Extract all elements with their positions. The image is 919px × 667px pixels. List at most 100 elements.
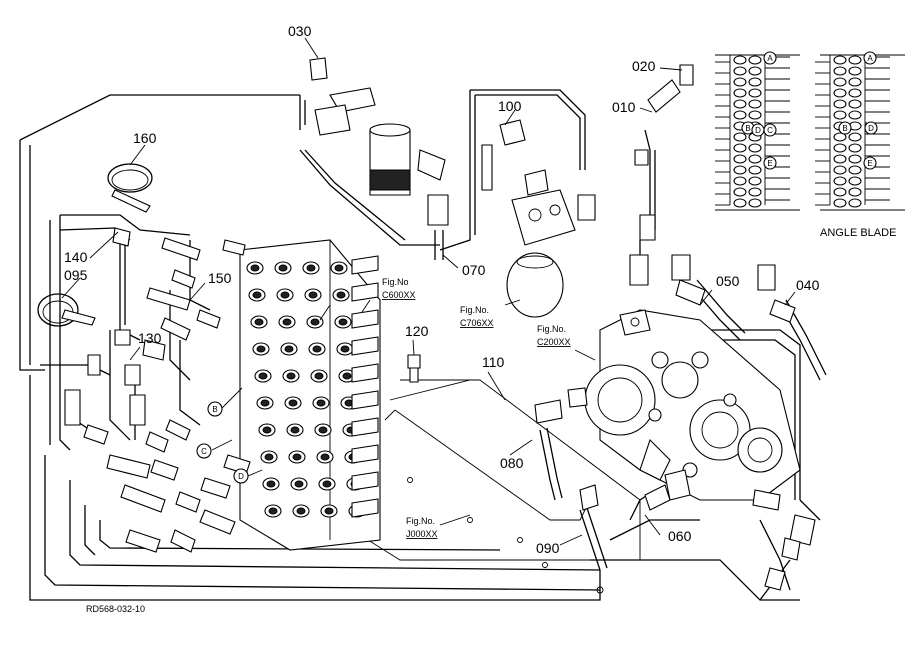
inset-right-letter-d: D xyxy=(864,121,878,135)
valve-port-core xyxy=(338,318,348,326)
inset-left-letter-a: A xyxy=(763,51,777,65)
callout-060: 060 xyxy=(668,528,692,544)
inset-port xyxy=(733,132,747,142)
valve-port-core xyxy=(262,426,272,434)
hose-clamp-095 xyxy=(37,293,96,327)
right-hoses xyxy=(534,64,827,591)
valve-port-core xyxy=(266,480,276,488)
valve-port-core xyxy=(316,399,326,407)
callout-130: 130 xyxy=(138,330,162,346)
inset-right-letter-e: E xyxy=(863,156,877,170)
bolt-120 xyxy=(407,354,421,383)
inset-port xyxy=(833,187,847,197)
hose-clamp-160 xyxy=(107,163,153,213)
inset-port xyxy=(748,187,762,197)
valve-spool-end xyxy=(351,336,379,356)
callout-050: 050 xyxy=(716,273,740,289)
inset-port xyxy=(733,165,747,175)
svg-text:D: D xyxy=(868,124,874,133)
inset-port xyxy=(748,66,762,76)
inset-port xyxy=(848,88,862,98)
fig-ref-j000-code: J000XX xyxy=(406,529,438,539)
callout-080: 080 xyxy=(500,455,524,471)
hose-fittings xyxy=(64,227,251,553)
svg-text:B: B xyxy=(842,124,847,133)
valve-port-core xyxy=(268,507,278,515)
fig-ref-c200-prefix: Fig.No. xyxy=(537,324,566,334)
valve-spool-end xyxy=(351,309,379,329)
valve-spool-end xyxy=(351,471,379,491)
line-filter xyxy=(309,57,449,226)
valve-port-core xyxy=(278,264,288,272)
valve-port-core xyxy=(342,372,352,380)
inset-port xyxy=(833,88,847,98)
inset-port xyxy=(733,154,747,164)
valve-port-core xyxy=(286,372,296,380)
valve-port-core xyxy=(296,507,306,515)
valve-spool-end xyxy=(351,255,379,275)
valve-port-core xyxy=(260,399,270,407)
valve-port-core xyxy=(324,507,334,515)
inset-port xyxy=(833,77,847,87)
inset-port xyxy=(848,143,862,153)
valve-port-core xyxy=(322,480,332,488)
svg-text:D: D xyxy=(238,472,244,481)
fig-ref-j000-prefix: Fig.No. xyxy=(406,516,435,526)
callout-095: 095 xyxy=(64,267,88,283)
svg-text:E: E xyxy=(767,159,772,168)
svg-text:B: B xyxy=(745,124,750,133)
callout-140: 140 xyxy=(64,249,88,265)
inset-left-letter-d: D xyxy=(751,123,765,137)
inset-caption: ANGLE BLADE xyxy=(820,227,896,239)
svg-text:D: D xyxy=(755,126,761,135)
inset-port xyxy=(833,165,847,175)
inset-port xyxy=(748,110,762,120)
valve-port-core xyxy=(306,264,316,272)
inset-port xyxy=(848,198,862,208)
svg-text:A: A xyxy=(767,54,773,63)
inset-port xyxy=(748,165,762,175)
callout-120: 120 xyxy=(405,323,429,339)
valve-port-core xyxy=(284,345,294,353)
inset-right-letter-b: B xyxy=(838,121,852,135)
inset-left-letter-e: E xyxy=(763,156,777,170)
fig-ref-c600-code: C600XX xyxy=(382,290,416,300)
valve-port-core xyxy=(314,372,324,380)
callout-010: 010 xyxy=(612,99,636,115)
fig-ref-c706-code: C706XX xyxy=(460,318,494,328)
valve-spool-end xyxy=(351,498,379,518)
fig-ref-c200-code: C200XX xyxy=(537,337,571,347)
svg-text:C: C xyxy=(767,126,773,135)
port-letter-d: D xyxy=(233,468,249,484)
inset-port xyxy=(733,99,747,109)
inset-port xyxy=(748,154,762,164)
inset-right-letter-a: A xyxy=(863,51,877,65)
callout-110: 110 xyxy=(482,354,505,370)
callout-070: 070 xyxy=(462,262,486,278)
accumulator xyxy=(481,119,596,318)
valve-port-core xyxy=(292,453,302,461)
inset-port xyxy=(733,66,747,76)
inset-port xyxy=(833,176,847,186)
inset-port xyxy=(833,110,847,120)
leader-lines xyxy=(61,37,796,546)
inset-port xyxy=(733,176,747,186)
base-plate xyxy=(239,379,641,594)
svg-text:B: B xyxy=(212,405,217,414)
inset-port xyxy=(833,132,847,142)
inset-port xyxy=(848,66,862,76)
valve-port-core xyxy=(252,291,262,299)
valve-port-core xyxy=(282,318,292,326)
port-letter-b: B xyxy=(207,401,223,417)
callout-040: 040 xyxy=(796,277,820,293)
valve-port-core xyxy=(256,345,266,353)
valve-port-core xyxy=(280,291,290,299)
inset-port xyxy=(833,154,847,164)
inset-port xyxy=(848,110,862,120)
inset-port xyxy=(848,55,862,65)
fig-ref-c600-prefix: Fig.No xyxy=(382,277,409,287)
inset-port xyxy=(733,110,747,120)
callout-160: 160 xyxy=(133,130,157,146)
callout-020: 020 xyxy=(632,58,656,74)
